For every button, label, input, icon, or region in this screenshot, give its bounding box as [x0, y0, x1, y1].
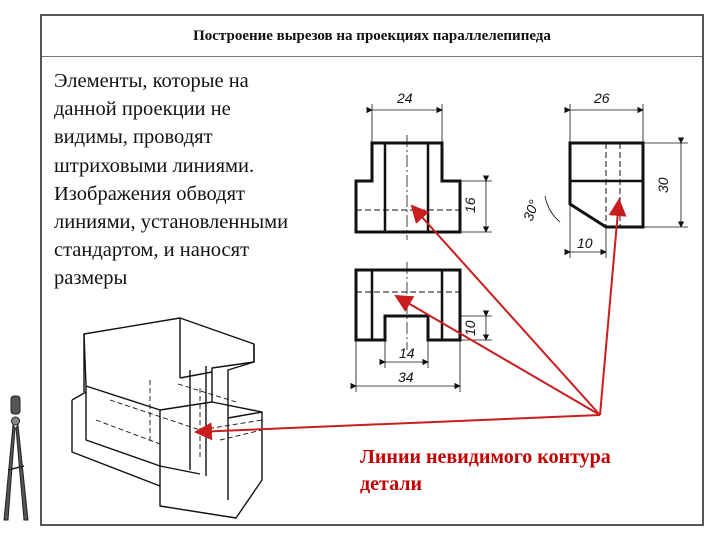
dim-side-offset: 10 [577, 235, 593, 251]
dim-side-height: 30 [655, 177, 671, 193]
dim-front-height: 16 [462, 197, 478, 213]
side-view [544, 104, 688, 258]
slide-title: Построение вырезов на проекциях параллел… [193, 28, 551, 44]
body-text: Элементы, которые на данной проекции не … [54, 67, 354, 293]
isometric-part [71, 317, 263, 519]
title-divider [42, 56, 702, 57]
arrow-to-side-view [599, 198, 627, 416]
body-line: размеры [54, 267, 128, 290]
body-line: стандартом, и наносят [54, 239, 250, 262]
front-view [354, 104, 492, 240]
dim-top-height: 10 [462, 320, 478, 336]
dim-front-width: 24 [396, 90, 413, 106]
arrow-to-front-view [410, 204, 601, 416]
arrow-to-isometric [194, 414, 601, 441]
body-line: Элементы, которые на [54, 70, 249, 92]
body-line: Изображения обводят [54, 182, 245, 205]
arrow-to-top-view [394, 294, 601, 416]
callout-line: Линии невидимого контура [360, 446, 611, 468]
callout-line: детали [360, 473, 422, 495]
callout-arrows [194, 198, 627, 441]
body-line: штриховыми линиями. [54, 154, 255, 177]
body-line: линиями, установленными [54, 211, 289, 234]
dim-side-angle: 30° [520, 197, 542, 223]
dim-top-slot-width: 14 [399, 345, 415, 361]
body-line: видимы, проводят [54, 126, 213, 149]
hidden-lines-callout: Линии невидимого контура детали [360, 444, 690, 498]
compass-icon [3, 395, 29, 521]
dim-side-width: 26 [593, 90, 610, 106]
body-line: данной проекции не [54, 98, 231, 121]
dim-top-total-width: 34 [398, 369, 414, 385]
